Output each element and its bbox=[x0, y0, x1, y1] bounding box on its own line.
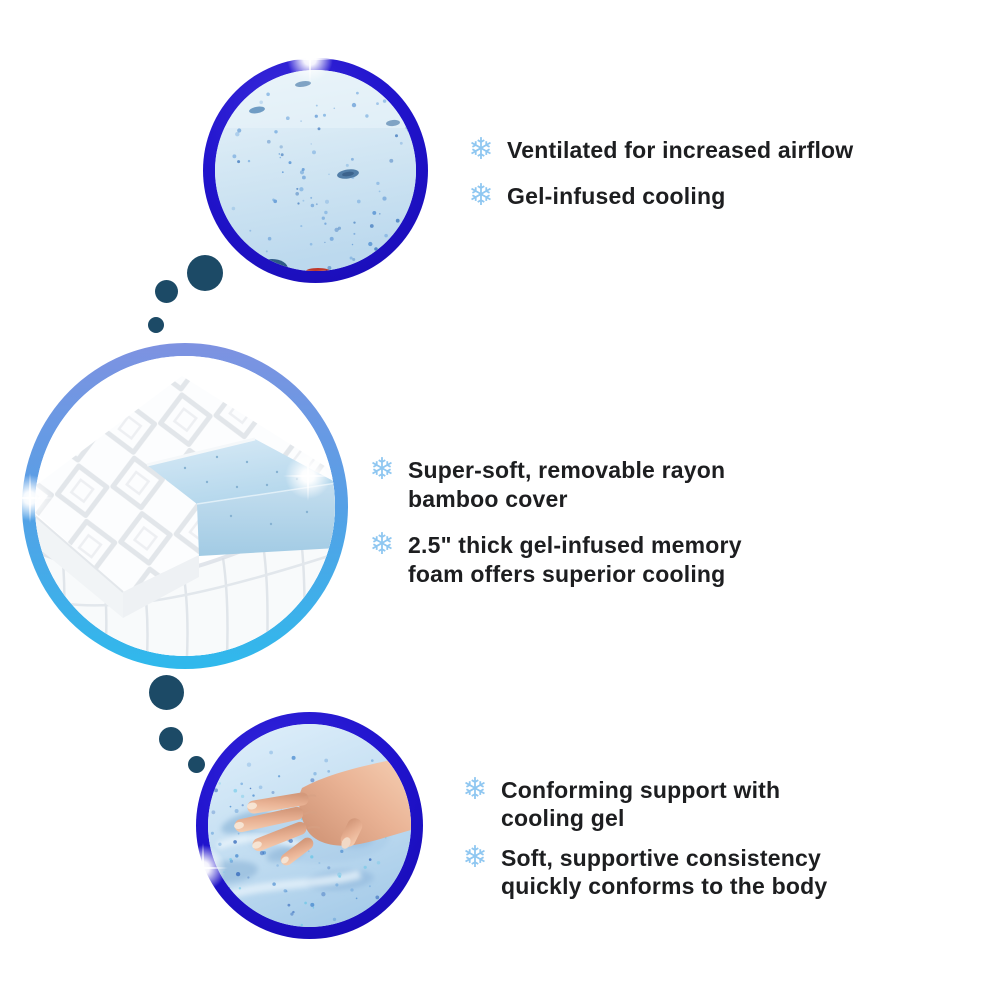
foam-closeup-illustration bbox=[215, 70, 416, 271]
feature-text-conforming: ❄ Conforming support with cooling gel ❄ … bbox=[459, 772, 827, 900]
bullet-lines: Super-soft, removable rayon bamboo cover bbox=[408, 456, 725, 514]
foam-speckles-upper bbox=[259, 91, 387, 121]
trail-dot bbox=[149, 675, 184, 710]
feature-bullet: ❄ Super-soft, removable rayon bamboo cov… bbox=[366, 452, 742, 514]
feature-bullet: ❄ Conforming support with cooling gel bbox=[459, 772, 827, 832]
bullet-lines: Ventilated for increased airflow bbox=[507, 136, 853, 164]
hand bbox=[234, 756, 411, 866]
bullet-line: quickly conforms to the body bbox=[501, 873, 828, 899]
bullet-line: bamboo cover bbox=[408, 486, 568, 512]
bullet-line: Gel-infused cooling bbox=[507, 183, 726, 209]
fingernails bbox=[234, 802, 351, 864]
feature-bullet: ❄ Ventilated for increased airflow bbox=[465, 132, 853, 167]
trail-dot bbox=[148, 317, 164, 333]
snowflake-icon: ❄ bbox=[369, 452, 395, 487]
snowflake-icon: ❄ bbox=[468, 132, 494, 167]
photo-circle-ventilated-foam bbox=[203, 58, 428, 283]
mattress-topper-illustration bbox=[35, 356, 335, 656]
trail-dot bbox=[155, 280, 178, 303]
snowflake-icon: ❄ bbox=[462, 772, 488, 807]
feature-bullet: ❄ Soft, supportive consistency quickly c… bbox=[459, 840, 827, 900]
trail-dot bbox=[159, 727, 183, 751]
ventilated-foam-photo bbox=[215, 70, 416, 271]
photo-circle-hand-on-foam bbox=[196, 712, 423, 939]
trail-dot bbox=[187, 255, 223, 291]
mattress-topper-photo bbox=[35, 356, 335, 656]
bullet-lines: 2.5" thick gel-infused memory foam offer… bbox=[408, 531, 742, 589]
feature-bullet: ❄ 2.5" thick gel-infused memory foam off… bbox=[366, 527, 742, 589]
trail-dot bbox=[188, 756, 205, 773]
photo-circle-mattress-topper bbox=[22, 343, 348, 669]
bullet-line: 2.5" thick gel-infused memory bbox=[408, 532, 742, 558]
feature-text-ventilated: ❄ Ventilated for increased airflow ❄ Gel… bbox=[465, 132, 853, 213]
feature-bullet: ❄ Gel-infused cooling bbox=[465, 178, 853, 213]
bullet-line: Super-soft, removable rayon bbox=[408, 457, 726, 483]
knuckle-creases bbox=[303, 794, 321, 829]
hand-on-foam-photo bbox=[208, 724, 411, 927]
bullet-line: Soft, supportive consistency bbox=[501, 845, 821, 871]
bullet-lines: Gel-infused cooling bbox=[507, 182, 725, 210]
foam-speckles-main bbox=[219, 120, 410, 271]
snowflake-icon: ❄ bbox=[462, 840, 488, 875]
bullet-lines: Soft, supportive consistency quickly con… bbox=[501, 844, 827, 900]
bullet-line: Ventilated for increased airflow bbox=[507, 137, 854, 163]
snowflake-icon: ❄ bbox=[468, 178, 494, 213]
bullet-line: Conforming support with bbox=[501, 777, 781, 803]
snowflake-icon: ❄ bbox=[369, 527, 395, 562]
feature-text-bamboo-cover: ❄ Super-soft, removable rayon bamboo cov… bbox=[366, 452, 742, 589]
bullet-lines: Conforming support with cooling gel bbox=[501, 776, 780, 832]
bullet-line: cooling gel bbox=[501, 805, 625, 831]
bullet-line: foam offers superior cooling bbox=[408, 561, 726, 587]
hand-pressing-foam-illustration bbox=[208, 724, 411, 927]
